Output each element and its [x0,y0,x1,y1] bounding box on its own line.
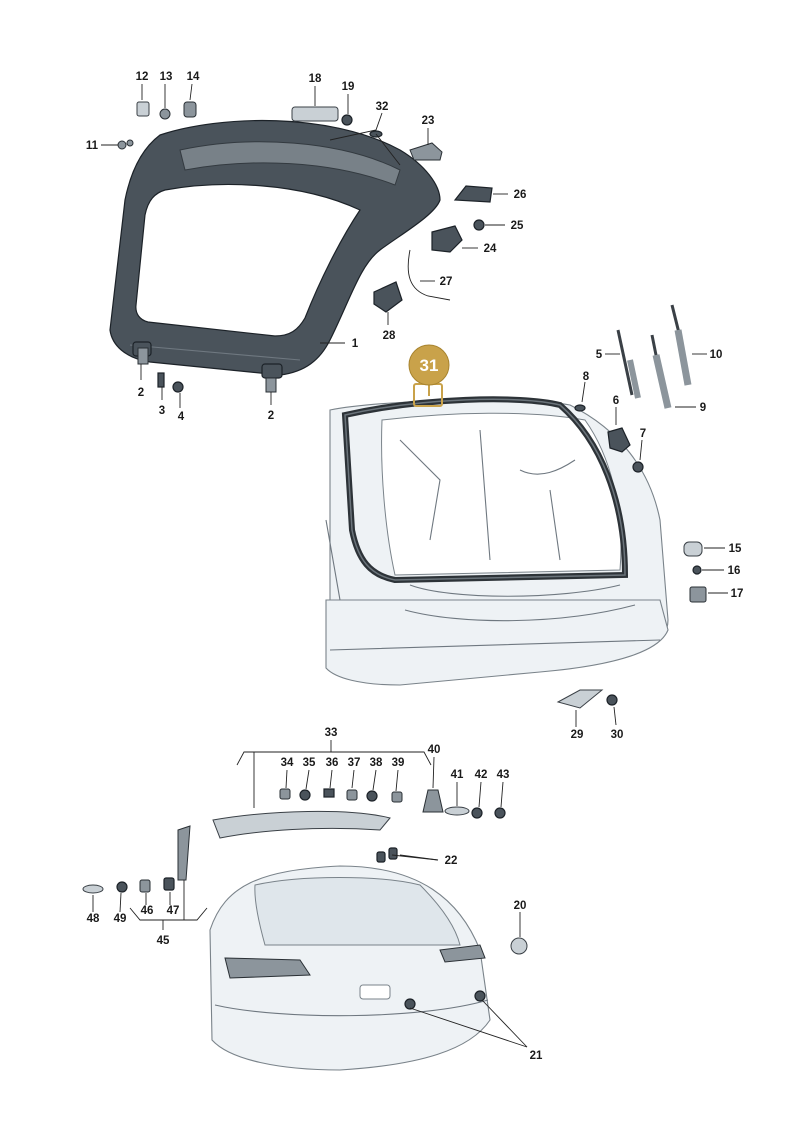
callout-2-right[interactable]: 2 [268,410,274,422]
callout-23[interactable]: 23 [422,115,435,127]
leader-lines [92,83,728,1048]
callout-13[interactable]: 13 [160,71,173,83]
highlight-label: 31 [420,356,439,375]
small-parts-right [556,404,707,709]
callout-28[interactable]: 28 [383,330,396,342]
callout-3[interactable]: 3 [159,405,165,417]
callout-4[interactable]: 4 [178,411,185,423]
callout-8[interactable]: 8 [583,371,590,383]
callout-11[interactable]: 11 [86,140,99,152]
callout-41[interactable]: 41 [451,769,464,781]
callout-5[interactable]: 5 [596,349,603,361]
spoiler-assembly [82,788,506,894]
callout-27[interactable]: 27 [440,276,453,288]
small-parts-top-right [291,106,493,313]
callout-37[interactable]: 37 [348,757,361,769]
callout-18[interactable]: 18 [309,73,322,85]
callout-17[interactable]: 17 [731,588,744,600]
tailgate-frame [109,119,441,379]
callout-39[interactable]: 39 [392,757,405,769]
gas-struts [616,304,692,409]
callout-45[interactable]: 45 [157,935,170,947]
callout-16[interactable]: 16 [728,565,741,577]
callout-10[interactable]: 10 [710,349,723,361]
callout-47[interactable]: 47 [167,905,180,917]
highlight-callout-31[interactable]: 31 [408,344,450,407]
car-rear-opening [325,399,669,686]
callout-1[interactable]: 1 [352,338,359,350]
callout-22[interactable]: 22 [445,855,458,867]
callout-21[interactable]: 21 [530,1050,543,1062]
callout-42[interactable]: 42 [475,769,488,781]
callout-6[interactable]: 6 [613,395,619,407]
callout-32[interactable]: 32 [376,101,389,113]
callout-30[interactable]: 30 [611,729,624,741]
callout-7[interactable]: 7 [640,428,646,440]
tailgate-bracket-right [261,363,283,379]
callout-34[interactable]: 34 [281,757,294,769]
callout-36[interactable]: 36 [326,757,339,769]
callout-48[interactable]: 48 [87,913,100,925]
highlight-badge [408,344,450,386]
callout-15[interactable]: 15 [729,543,742,555]
callout-46[interactable]: 46 [141,905,154,917]
callout-40[interactable]: 40 [428,744,441,756]
callout-33[interactable]: 33 [325,727,338,739]
callout-38[interactable]: 38 [370,757,383,769]
callout-35[interactable]: 35 [303,757,316,769]
small-parts-top-left [117,101,277,393]
callout-9[interactable]: 9 [700,402,706,414]
callout-19[interactable]: 19 [342,81,355,93]
callout-2-left[interactable]: 2 [138,387,144,399]
callout-25[interactable]: 25 [511,220,524,232]
callout-14[interactable]: 14 [187,71,200,83]
callout-49[interactable]: 49 [114,913,127,925]
callout-labels: 1 2 2 3 4 5 6 7 8 9 10 11 12 13 14 15 16… [86,71,743,1062]
callout-20[interactable]: 20 [514,900,527,912]
callout-24[interactable]: 24 [484,243,497,255]
callout-43[interactable]: 43 [497,769,510,781]
callout-26[interactable]: 26 [514,189,527,201]
car-rear-lower [209,865,528,1071]
callout-12[interactable]: 12 [136,71,149,83]
callout-29[interactable]: 29 [571,729,584,741]
